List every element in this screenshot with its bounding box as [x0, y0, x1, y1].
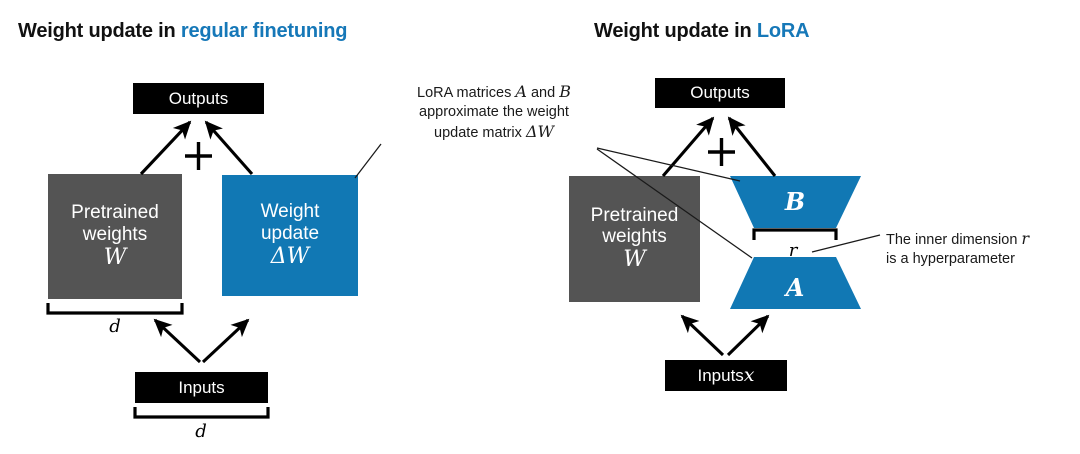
- right-plus-icon: [708, 138, 735, 166]
- lora-matrices-note: LoRA matrices A and B approximate the we…: [386, 82, 602, 143]
- left-bracket-d-weights-label: d: [109, 316, 121, 337]
- left-update-line1: Weight: [260, 201, 320, 223]
- right-outputs-label: Outputs: [690, 83, 750, 103]
- left-weight-update-box: Weight update ΔW: [222, 175, 358, 296]
- right-title-prefix: Weight update in: [594, 20, 757, 42]
- r-note-line-1: The inner dimension r: [886, 229, 1080, 250]
- lora-note-l3-a: update matrix: [434, 124, 526, 141]
- left-pretrained-symbol: W: [103, 244, 127, 270]
- leader-note-to-matrix-b: [596, 147, 741, 182]
- right-title-accent: LoRA: [756, 20, 810, 42]
- lora-note-l3-b: ΔW: [525, 121, 554, 141]
- left-title-prefix: Weight update in: [18, 20, 181, 42]
- r-note-l1-b: r: [1021, 229, 1030, 248]
- left-inputs-box: Inputs: [135, 372, 268, 403]
- right-inputs-symbol: x: [743, 363, 755, 386]
- left-outputs-label: Outputs: [168, 88, 229, 108]
- lora-note-l1-a: LoRA matrices: [417, 85, 516, 101]
- left-outputs-box: Outputs: [133, 83, 264, 114]
- left-bracket-d-inputs-label: d: [195, 421, 207, 442]
- left-pretrained-line1: Pretrained: [71, 202, 159, 224]
- lora-note-line-3: update matrix ΔW: [386, 122, 602, 143]
- leader-r-note-to-bracket: [811, 234, 881, 253]
- inner-dimension-note: The inner dimension r is a hyperparamete…: [886, 229, 1080, 269]
- matrix-b-label: B: [784, 187, 805, 216]
- right-panel-title: Weight update in LoRA: [594, 20, 810, 43]
- right-pretrained-line1: Pretrained: [590, 204, 679, 226]
- right-inputs-box: Inputs x: [665, 360, 787, 391]
- leader-note-to-matrix-a: [596, 148, 753, 259]
- right-pretrained-line2: weights: [602, 226, 667, 248]
- matrix-b-trapezoid: B: [730, 176, 861, 228]
- lora-note-l1-b: A: [515, 82, 527, 101]
- r-note-line-2: is a hyperparameter: [886, 250, 1015, 267]
- lora-note-l1-d: B: [559, 82, 571, 101]
- left-arrow-inputs-to-update: [201, 318, 250, 364]
- left-update-symbol: ΔW: [270, 243, 310, 269]
- left-panel-title: Weight update in regular finetuning: [18, 20, 347, 43]
- left-arrow-inputs-to-weights: [153, 318, 202, 364]
- right-outputs-box: Outputs: [655, 78, 785, 108]
- leader-note-to-weight-update: [354, 143, 382, 179]
- right-arrow-inputs-to-weights: [680, 314, 725, 357]
- left-bracket-d-inputs: d: [133, 407, 270, 442]
- left-update-line2: update: [260, 222, 320, 244]
- lora-note-l1-c: and: [526, 85, 560, 101]
- left-pretrained-weights-box: Pretrained weights W: [48, 174, 182, 299]
- right-bracket-r: r: [752, 228, 838, 261]
- left-arrow-weights-to-outputs: [139, 120, 192, 176]
- right-bracket-r-label: r: [789, 240, 799, 261]
- right-arrow-lora-to-outputs: [727, 116, 777, 177]
- right-arrow-weights-to-outputs: [661, 116, 715, 178]
- lora-note-line-1: LoRA matrices A and B: [386, 82, 602, 103]
- left-pretrained-line2: weights: [82, 223, 148, 245]
- lora-note-line-2: approximate the weight: [419, 103, 569, 120]
- matrix-a-label: A: [784, 273, 805, 302]
- left-arrow-update-to-outputs: [204, 120, 254, 176]
- left-bracket-d-weights: d: [46, 303, 184, 337]
- r-note-l1-a: The inner dimension: [886, 232, 1022, 248]
- right-inputs-label: Inputs: [697, 365, 744, 385]
- left-inputs-label: Inputs: [178, 377, 225, 397]
- left-title-accent: regular finetuning: [180, 20, 348, 42]
- right-arrow-inputs-to-lora: [726, 314, 770, 357]
- left-plus-icon: [185, 142, 212, 170]
- matrix-a-trapezoid: A: [730, 257, 861, 309]
- right-pretrained-weights-box: Pretrained weights W: [569, 176, 700, 302]
- right-pretrained-symbol: W: [623, 247, 646, 273]
